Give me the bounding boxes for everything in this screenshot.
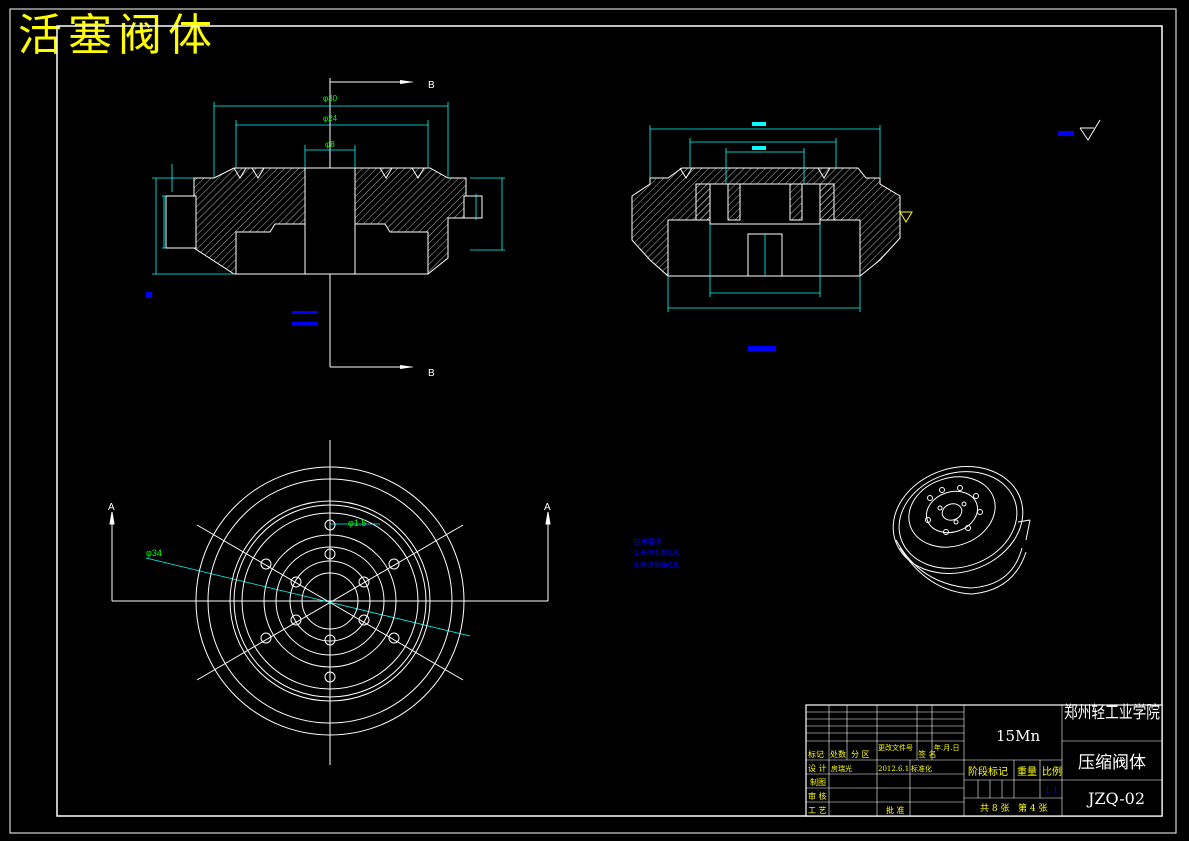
svg-text:1.去除毛刺0.4。: 1.去除毛刺0.4。 bbox=[634, 548, 685, 557]
tb-sheet-no: 第 4 张 bbox=[1018, 802, 1047, 814]
dim-d24: φ24 bbox=[323, 114, 338, 123]
tb-material: 15Mn bbox=[996, 727, 1040, 745]
tb-h-approve: 批 准 bbox=[886, 805, 905, 815]
tb-r-design: 设 计 bbox=[808, 763, 827, 773]
tb-school: 郑州轻工业学院 bbox=[1064, 703, 1160, 723]
dim-outer: φ34 bbox=[146, 548, 162, 558]
tb-h-docno: 更改文件号 bbox=[878, 743, 913, 752]
tb-h-scale: 比例 bbox=[1042, 765, 1062, 778]
roughness-symbol bbox=[1058, 119, 1101, 141]
tb-h-count: 处数 bbox=[830, 749, 846, 759]
top-view-hole bbox=[324, 671, 336, 683]
tb-r-review: 审 核 bbox=[808, 791, 827, 801]
top-view-ring bbox=[263, 534, 397, 668]
section-bb-view bbox=[631, 122, 913, 351]
section-mark-a-left: A bbox=[108, 502, 115, 513]
top-view-ring bbox=[275, 546, 385, 656]
top-view-hole bbox=[358, 576, 370, 588]
tb-sheets-total: 共 8 张 bbox=[980, 803, 1009, 814]
dim-d8: φ8 bbox=[325, 140, 335, 149]
top-view-ring bbox=[229, 500, 431, 702]
tb-h-date: 年.月.日 bbox=[934, 743, 959, 752]
tb-h-stage: 阶段标记 bbox=[968, 765, 1008, 778]
isometric-view bbox=[892, 466, 1031, 595]
tb-h-std: 标准化 bbox=[911, 764, 932, 773]
tech-notes: 技术要求: 1.去除毛刺0.4。 2.未注倒角0.5。 bbox=[634, 537, 685, 569]
outer-frame bbox=[9, 8, 1177, 834]
top-view-hole bbox=[290, 614, 302, 626]
top-view-hole bbox=[324, 634, 336, 646]
drawing-title: 活塞阀体 bbox=[18, 10, 218, 61]
top-view-ring bbox=[241, 512, 419, 690]
tb-h-weight: 重量 bbox=[1017, 765, 1037, 778]
top-view-ring bbox=[195, 466, 465, 736]
inner-frame bbox=[56, 25, 1163, 817]
top-view bbox=[109, 440, 551, 765]
tb-h-mark: 标记 bbox=[808, 749, 824, 759]
top-view-hole bbox=[388, 558, 400, 570]
top-view-ring bbox=[301, 572, 359, 630]
tb-h-sign: 签 名 bbox=[918, 749, 937, 759]
tb-design-date: 2012.6.1 bbox=[878, 765, 909, 773]
top-view-ring bbox=[289, 560, 371, 642]
dim-d30: φ30 bbox=[323, 94, 338, 103]
svg-text:技术要求:: 技术要求: bbox=[634, 537, 664, 546]
tb-part-name: 压缩阀体 bbox=[1078, 753, 1146, 773]
tb-drawing-no: JZQ-02 bbox=[1086, 789, 1145, 808]
top-view-hole bbox=[260, 558, 272, 570]
tb-h-zone: 分 区 bbox=[851, 750, 870, 759]
section-mark-a-right: A bbox=[544, 502, 551, 513]
section-mark-b-top: B bbox=[428, 80, 435, 91]
tb-scale-val: 1:1 bbox=[1045, 786, 1058, 795]
dim-hole: φ1.5 bbox=[348, 518, 366, 528]
title-block: 标记 处数 分 区 更改文件号 签 名 年.月.日 设 计 房瑞光 2012.6… bbox=[805, 703, 1163, 817]
top-view-hole bbox=[358, 614, 370, 626]
section-mark-b-bottom: B bbox=[428, 368, 435, 379]
top-view-hole bbox=[290, 576, 302, 588]
top-view-hole bbox=[388, 632, 400, 644]
svg-text:2.未注倒角0.5。: 2.未注倒角0.5。 bbox=[634, 560, 685, 569]
top-view-hole bbox=[324, 548, 336, 560]
front-section-view: φ30 φ24 φ8 B B bbox=[146, 78, 505, 379]
tb-r-draw: 制图 bbox=[810, 777, 826, 787]
tb-designer: 房瑞光 bbox=[831, 764, 852, 773]
top-view-ring bbox=[233, 504, 427, 698]
top-view-hole bbox=[260, 632, 272, 644]
top-view-ring bbox=[207, 478, 453, 724]
tb-r-process: 工 艺 bbox=[808, 806, 827, 815]
top-view-hole bbox=[324, 519, 336, 531]
